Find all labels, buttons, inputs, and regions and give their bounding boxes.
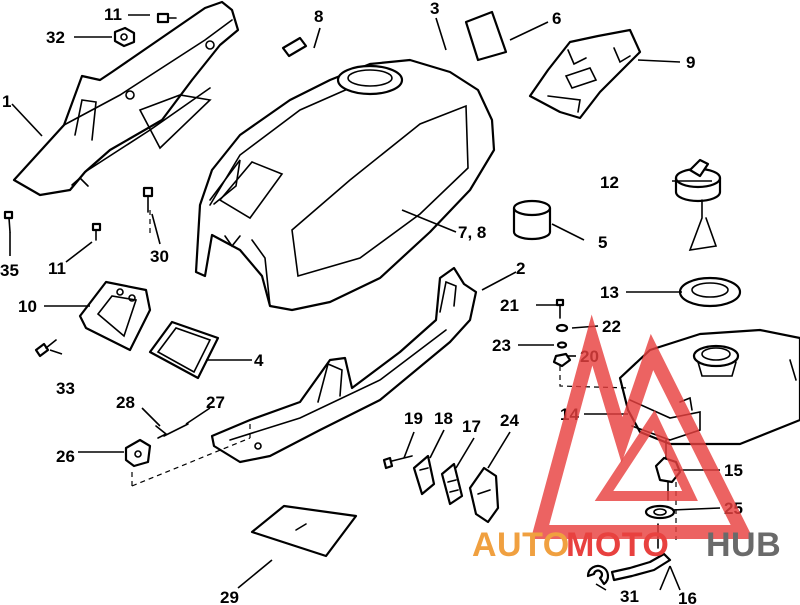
part-fuel-cap-12 <box>674 158 722 251</box>
callout-19: 19 <box>404 409 423 428</box>
part-rivet-19 <box>382 455 413 470</box>
callout-6: 6 <box>552 9 561 28</box>
callout-2: 2 <box>516 259 525 278</box>
callout-24: 24 <box>500 411 519 430</box>
callout-3: 3 <box>430 0 439 18</box>
callout-11-left: 11 <box>48 259 66 278</box>
watermark-wordmark: AUTO MOTO HUB <box>472 526 781 564</box>
part-pad-29 <box>250 504 358 558</box>
part-vent-10 <box>78 280 152 352</box>
callout-5: 5 <box>598 233 607 252</box>
callout-29: 29 <box>220 588 239 605</box>
callout-7-8: 7, 8 <box>458 223 486 242</box>
callout-8: 8 <box>314 7 323 26</box>
callout-23: 23 <box>492 336 511 355</box>
part-screw-35 <box>3 210 14 233</box>
callout-11-top: 11 <box>104 5 122 24</box>
callout-18: 18 <box>434 409 453 428</box>
callout-26: 26 <box>56 447 75 466</box>
watermark-part-3: HUB <box>706 526 781 564</box>
callout-12: 12 <box>600 173 619 192</box>
callout-33: 33 <box>56 379 75 398</box>
part-screw-11-left <box>91 222 102 241</box>
watermark-logo <box>530 314 754 539</box>
part-bracket-26 <box>124 438 152 468</box>
part-nut-32 <box>113 26 136 48</box>
watermark-part-1: AUTO <box>472 526 570 564</box>
callout-9: 9 <box>686 53 695 72</box>
part-screw-33 <box>34 339 57 358</box>
callout-30: 30 <box>150 247 169 266</box>
callout-27: 27 <box>206 393 225 412</box>
part-lower-pan-left <box>12 0 240 197</box>
part-pin-8 <box>281 36 308 58</box>
part-grommet-5 <box>512 199 552 241</box>
callout-17: 17 <box>462 417 481 436</box>
callout-4: 4 <box>254 351 264 370</box>
callout-21: 21 <box>500 296 519 315</box>
part-screw-21 <box>555 298 565 319</box>
part-clamp-31 <box>586 564 610 586</box>
part-washer-22 <box>555 323 569 333</box>
callout-15: 15 <box>724 461 743 480</box>
part-lever-24 <box>468 466 500 524</box>
callout-32: 32 <box>46 28 65 47</box>
callout-1: 1 <box>2 92 11 111</box>
part-screw-30 <box>142 186 154 213</box>
callout-35: 35 <box>0 261 19 280</box>
part-seal-25 <box>644 504 676 520</box>
leader-lines <box>9 14 721 591</box>
callout-31: 31 <box>620 587 639 605</box>
watermark-part-2: MOTO <box>566 526 669 564</box>
part-nut-20 <box>552 352 572 368</box>
part-motor-cover <box>194 58 496 312</box>
callout-22: 22 <box>602 317 621 336</box>
part-latch-9 <box>528 28 642 120</box>
callout-10: 10 <box>18 297 37 316</box>
part-decal-6 <box>464 10 508 62</box>
part-screw-11-top <box>156 12 177 24</box>
part-washer-23 <box>556 341 568 349</box>
part-gasket-13 <box>678 276 742 308</box>
part-spring-17 <box>440 462 464 506</box>
part-cotter-28 <box>155 425 168 439</box>
callout-28: 28 <box>116 393 135 412</box>
part-seal-4 <box>148 320 220 380</box>
part-lower-pan-right <box>210 266 478 464</box>
part-pin-27 <box>163 423 189 437</box>
callout-16: 16 <box>678 589 697 605</box>
callout-13: 13 <box>600 283 619 302</box>
part-clip-18 <box>412 454 436 496</box>
